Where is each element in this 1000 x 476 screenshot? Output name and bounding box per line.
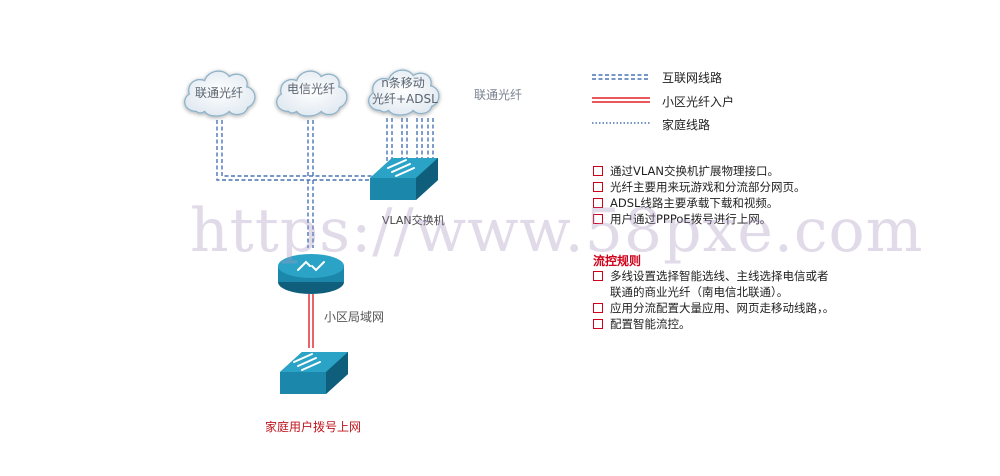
home-switch-device	[280, 352, 348, 394]
legend-internet-line	[592, 74, 650, 80]
flow-rule-text: 多线设置选择智能选线、主线选择电信或者	[610, 269, 829, 283]
bullet-square-icon	[593, 182, 603, 192]
fiber-line	[308, 294, 314, 348]
note-item: 通过VLAN交换机扩展物理接口。	[593, 163, 806, 179]
flow-rule-item: 配置智能流控。	[593, 316, 834, 332]
flow-rule-text: 应用分流配置大量应用、网页走移动线路，。	[610, 301, 835, 315]
bullet-square-icon	[593, 166, 603, 176]
loose-unicom-label: 联通光纤	[474, 88, 523, 102]
cloud-label-mobile-line1: n条移动	[381, 76, 425, 90]
legend-home-label: 家庭线路	[662, 118, 711, 132]
bullet-square-icon	[593, 271, 603, 281]
legend-fiber-label: 小区光纤入户	[662, 95, 735, 109]
vlan-switch-label: VLAN交换机	[382, 214, 445, 227]
flow-rule-item: 应用分流配置大量应用、网页走移动线路，。	[593, 300, 834, 316]
bullet-square-icon	[593, 198, 603, 208]
note-text: 光纤主要用来玩游戏和分流部分网页。	[610, 180, 806, 194]
legend-fiber-line	[592, 97, 650, 103]
note-text: 用户通过PPPoE拨号进行上网。	[610, 212, 772, 226]
flow-rule-text-cont: 联通的商业光纤（南电信北联通）。	[610, 285, 789, 299]
flow-rule-item: 多线设置选择智能选线、主线选择电信或者 联通的商业光纤（南电信北联通）。	[593, 268, 834, 300]
bullet-square-icon	[593, 319, 603, 329]
flow-rules-list: 多线设置选择智能选线、主线选择电信或者 联通的商业光纤（南电信北联通）。 应用分…	[593, 268, 834, 332]
bullet-square-icon	[593, 214, 603, 224]
home-user-label: 家庭用户拨号上网	[265, 420, 362, 434]
cloud-label-mobile-line2: 光纤+ADSL	[372, 92, 438, 106]
bullet-square-icon	[593, 303, 603, 313]
notes-list: 通过VLAN交换机扩展物理接口。 光纤主要用来玩游戏和分流部分网页。 ADSL线…	[593, 163, 806, 227]
cloud-label-unicom: 联通光纤	[194, 86, 243, 100]
note-item: 光纤主要用来玩游戏和分流部分网页。	[593, 179, 806, 195]
lan-router-device	[278, 254, 344, 294]
note-item: 用户通过PPPoE拨号进行上网。	[593, 211, 806, 227]
note-text: ADSL线路主要承载下载和视频。	[610, 196, 779, 210]
flow-rules-title: 流控规则	[593, 254, 642, 268]
internet-lines	[216, 118, 434, 248]
note-text: 通过VLAN交换机扩展物理接口。	[610, 164, 780, 178]
flow-rule-text: 配置智能流控。	[610, 317, 691, 331]
lan-label: 小区局域网	[324, 310, 385, 324]
legend-internet-label: 互联网线路	[662, 71, 723, 85]
cloud-label-telecom: 电信光纤	[286, 82, 335, 96]
vlan-switch-device	[370, 158, 438, 200]
note-item: ADSL线路主要承载下载和视频。	[593, 195, 806, 211]
